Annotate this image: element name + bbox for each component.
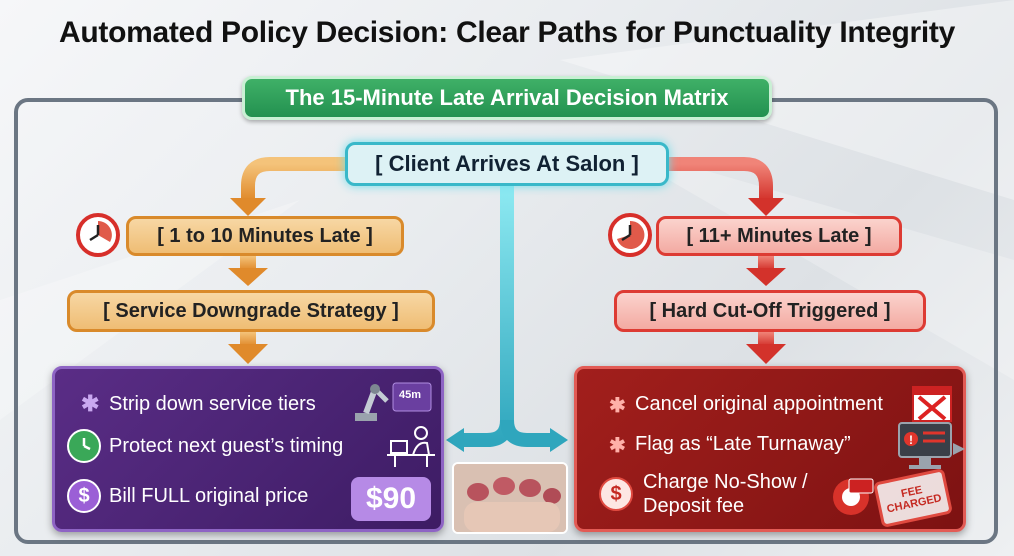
decision-matrix-header: The 15-Minute Late Arrival Decision Matr…: [242, 76, 772, 120]
arrow-head-red-1: [748, 198, 784, 216]
page-title: Automated Policy Decision: Clear Paths f…: [59, 16, 955, 49]
list-item: Strip down service tiers: [109, 393, 316, 415]
clock-icon: [608, 213, 652, 257]
client-arrives-node: [ Client Arrives At Salon ]: [345, 142, 669, 186]
dollar-icon: $: [67, 479, 101, 513]
desk-worker-icon: [387, 426, 435, 467]
clock-icon: [67, 429, 101, 463]
list-item: Protect next guest’s timing: [109, 435, 344, 457]
robot-arm-icon: [355, 382, 432, 421]
list-item-line-1: Charge No-Show /: [643, 471, 808, 493]
arrow-head-teal-right: [550, 428, 568, 452]
downgrade-panel: ✱ Strip down service tiers Protect next …: [52, 366, 444, 532]
arrow-head-red-2: [746, 268, 786, 286]
list-item: Bill FULL original price: [109, 485, 309, 507]
cancel-calendar-icon: [912, 386, 952, 422]
arrow-head-orange-2: [228, 268, 268, 286]
arrow-head-teal-left: [446, 428, 464, 452]
service-downgrade-node: [ Service Downgrade Strategy ]: [67, 290, 435, 332]
list-item: Flag as “Late Turnaway”: [635, 433, 851, 455]
hard-cutoff-node: [ Hard Cut-Off Triggered ]: [614, 290, 926, 332]
condition-11-plus-min: [ 11+ Minutes Late ]: [656, 216, 902, 256]
asterisk-icon: ✱: [609, 435, 626, 457]
asterisk-icon: ✱: [81, 391, 100, 416]
cutoff-panel: ✱ Cancel original appointment ✱ Flag as …: [574, 366, 966, 532]
manicure-image: [452, 462, 568, 534]
arrow-head-red-3: [746, 344, 786, 364]
dollar-icon: $: [599, 477, 633, 511]
fee-charged-stamp: FEE CHARGED: [873, 468, 953, 528]
svg-text:!: !: [909, 433, 913, 447]
fee-card-icon: [833, 478, 874, 515]
asterisk-icon: ✱: [609, 395, 626, 417]
list-item-line-2: Deposit fee: [643, 495, 745, 517]
clock-icon: [76, 213, 120, 257]
timer-label: 45m: [399, 389, 422, 401]
arrow-head-orange-1: [230, 198, 266, 216]
arrow-head-orange-3: [228, 344, 268, 364]
price-badge: $90: [351, 477, 431, 521]
condition-1-10-min: [ 1 to 10 Minutes Late ]: [126, 216, 404, 256]
alert-monitor-icon: !: [898, 422, 965, 469]
list-item: Cancel original appointment: [635, 393, 883, 415]
